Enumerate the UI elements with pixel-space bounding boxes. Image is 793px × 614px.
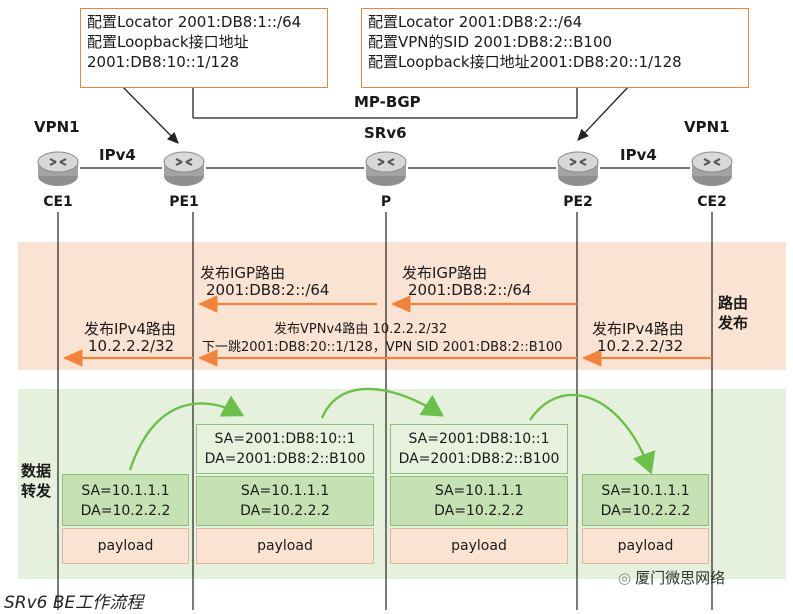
route-section-label-1: 路由 (718, 294, 749, 312)
callout-line-right (577, 84, 631, 141)
srv6-label: SRv6 (364, 124, 407, 142)
device-name-ce2: CE2 (697, 194, 727, 210)
packet-3-ipv6-sa: SA=2001:DB8:10::1 (408, 431, 550, 447)
ipv4-route-left-line-2: 10.2.2.2/32 (88, 337, 175, 355)
pe2-config-box: 配置Locator 2001:DB8:2::/64 配置VPN的SID 2001… (361, 8, 749, 88)
pe1-config-line-1: 配置Locator 2001:DB8:1::/64 (87, 13, 302, 31)
igp-right-line-1: 发布IGP路由 (402, 264, 488, 282)
forward-section-label-1: 数据 (21, 462, 52, 480)
igp-left-line-2: 2001:DB8:2::/64 (206, 281, 330, 299)
packet-1-da: DA=10.2.2.2 (80, 503, 171, 519)
packet-3-ip-header: SA=10.1.1.1 DA=10.2.2.2 (390, 476, 568, 526)
packet-2-ipv6-sa: SA=2001:DB8:10::1 (214, 431, 356, 447)
packet-2-da: DA=10.2.2.2 (240, 503, 330, 519)
packet-1-sa: SA=10.1.1.1 (81, 483, 170, 499)
router-icon-ce1 (37, 151, 79, 186)
vpnv4-line-2: 下一跳2001:DB8:20::1/128，VPN SID 2001:DB8:2… (202, 340, 563, 355)
figure-caption: SRv6 BE工作流程 (4, 593, 144, 613)
device-name-pe2: PE2 (563, 194, 593, 210)
arrow-fwd-3 (529, 393, 656, 475)
packet-2-payload: payload (196, 528, 374, 564)
packet-3-sa: SA=10.1.1.1 (434, 483, 524, 499)
watermark: ◎厦门微思网络 (618, 567, 725, 588)
pe2-config-line-3: 配置Loopback接口地址2001:DB8:20::1/128 (368, 53, 682, 71)
pe2-config-line-1: 配置Locator 2001:DB8:2::/64 (368, 13, 583, 31)
ipv4-route-right-line-1: 发布IPv4路由 (592, 320, 684, 338)
packet-3-ipv6-da: DA=2001:DB8:2::B100 (398, 451, 560, 467)
arrow-fwd-2 (320, 387, 445, 419)
watermark-text: 厦门微思网络 (635, 569, 726, 587)
ipv4-right-label: IPv4 (620, 146, 657, 164)
packet-3-da: DA=10.2.2.2 (434, 503, 524, 519)
router-icon-p (365, 151, 407, 186)
packet-2-sa: SA=10.1.1.1 (240, 483, 330, 499)
packet-1-payload: payload (62, 528, 189, 564)
packet-2-ip-header: SA=10.1.1.1 DA=10.2.2.2 (196, 476, 374, 526)
pe1-config-line-2: 配置Loopback接口地址 (87, 33, 249, 51)
mpbgp-label: MP-BGP (354, 93, 421, 111)
pe1-config-box: 配置Locator 2001:DB8:1::/64 配置Loopback接口地址… (80, 8, 328, 88)
vpnv4-line-1: 发布VPNv4路由 10.2.2.2/32 (274, 322, 448, 337)
igp-left-line-1: 发布IGP路由 (200, 264, 286, 282)
wechat-icon: ◎ (618, 569, 632, 587)
vpn1-right-label: VPN1 (684, 118, 730, 136)
packet-3-payload: payload (390, 528, 568, 564)
router-icon-pe1 (163, 151, 205, 186)
ipv4-left-label: IPv4 (99, 146, 136, 164)
callout-line-left (117, 81, 179, 144)
packet-4-ip-header: SA=10.1.1.1 DA=10.2.2.2 (582, 474, 709, 526)
arrow-fwd-1 (128, 395, 245, 471)
router-icon-ce2 (691, 151, 733, 186)
packet-4-payload: payload (582, 528, 709, 564)
packet-2-ipv6-da: DA=2001:DB8:2::B100 (204, 451, 366, 467)
pe2-config-line-2: 配置VPN的SID 2001:DB8:2::B100 (368, 33, 613, 51)
forward-section-label-2: 转发 (21, 482, 52, 500)
pe1-config-line-3: 2001:DB8:10::1/128 (87, 53, 240, 71)
packet-3-ipv6-header: SA=2001:DB8:10::1 DA=2001:DB8:2::B100 (390, 424, 568, 474)
device-name-ce1: CE1 (43, 194, 73, 210)
vpn1-left-label: VPN1 (34, 118, 80, 136)
router-icon-pe2 (557, 151, 599, 186)
ipv4-route-right-line-2: 10.2.2.2/32 (597, 337, 684, 355)
device-name-pe1: PE1 (169, 194, 199, 210)
packet-1-ip-header: SA=10.1.1.1 DA=10.2.2.2 (62, 474, 189, 526)
igp-right-line-2: 2001:DB8:2::/64 (408, 281, 532, 299)
ipv4-route-left-line-1: 发布IPv4路由 (84, 320, 176, 338)
device-name-p: P (380, 194, 392, 210)
packet-4-sa: SA=10.1.1.1 (601, 483, 690, 499)
route-section-label-2: 发布 (718, 314, 749, 332)
packet-2-ipv6-header: SA=2001:DB8:10::1 DA=2001:DB8:2::B100 (196, 424, 374, 474)
packet-4-da: DA=10.2.2.2 (600, 503, 691, 519)
